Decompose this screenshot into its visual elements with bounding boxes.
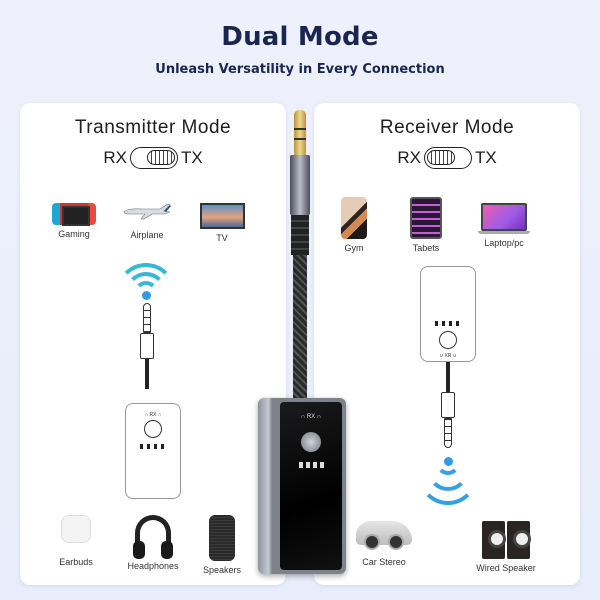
cable-strain-relief bbox=[291, 215, 309, 255]
switch-label-tx: TX bbox=[474, 148, 497, 167]
output-wired-speaker: Wired Speaker bbox=[466, 521, 546, 573]
transmitter-device-illustration: ∩ RX ∩ bbox=[125, 403, 181, 499]
laptop-icon bbox=[481, 203, 527, 231]
bluetooth-adapter-device: ∩ RX ∩ bbox=[258, 398, 346, 574]
headphones-icon bbox=[133, 515, 173, 559]
source-gym: Gym bbox=[314, 197, 394, 253]
wireless-signal-icon bbox=[116, 263, 176, 313]
audio-jack-icon bbox=[140, 303, 154, 389]
output-car-stereo: Car Stereo bbox=[344, 521, 424, 567]
source-tv: TV bbox=[182, 203, 262, 243]
source-tablets: Tabets bbox=[386, 197, 466, 253]
switch-label-rx: RX bbox=[397, 148, 421, 167]
led-indicator-icon bbox=[299, 462, 325, 468]
transmitter-mode-panel: Transmitter Mode RX TX Gaming Airplane T… bbox=[20, 103, 286, 585]
mode-toggle-icon bbox=[129, 147, 178, 169]
source-gaming: Gaming bbox=[34, 203, 114, 239]
aux-plug-shell bbox=[290, 155, 310, 215]
switch-label-rx: RX bbox=[103, 148, 127, 167]
source-airplane: Airplane bbox=[107, 203, 187, 240]
receiver-mode-panel: Receiver Mode RX TX Gym Tabets Laptop/pc… bbox=[314, 103, 580, 585]
wired-speaker-icon bbox=[482, 521, 531, 559]
receiver-device-illustration: ∪ XR ∪ bbox=[420, 266, 476, 362]
receiver-mode-switch: RX TX bbox=[314, 147, 580, 169]
wireless-signal-icon bbox=[418, 451, 478, 505]
source-laptop: Laptop/pc bbox=[464, 197, 544, 248]
mode-toggle-icon bbox=[423, 147, 472, 169]
earbuds-icon bbox=[61, 515, 91, 543]
aux-plug-icon bbox=[294, 110, 306, 160]
game-console-icon bbox=[52, 203, 96, 226]
tablet-icon bbox=[410, 197, 442, 239]
transmitter-mode-title: Transmitter Mode bbox=[74, 117, 232, 138]
audio-jack-icon bbox=[441, 362, 455, 448]
airplane-icon bbox=[123, 203, 171, 220]
tv-icon bbox=[199, 203, 245, 229]
page-subtitle: Unleash Versatility in Every Connection bbox=[155, 62, 445, 77]
output-speakers: Speakers bbox=[182, 515, 262, 575]
switch-label-tx: TX bbox=[180, 148, 203, 167]
receiver-mode-title: Receiver Mode bbox=[379, 117, 515, 138]
phone-icon bbox=[341, 197, 367, 239]
transmitter-mode-switch: RX TX bbox=[20, 147, 286, 169]
car-icon bbox=[356, 521, 412, 550]
page-title: Dual Mode bbox=[221, 22, 379, 52]
braided-cable bbox=[293, 255, 307, 405]
speaker-icon bbox=[209, 515, 235, 561]
output-earbuds: Earbuds bbox=[36, 515, 116, 567]
output-headphones: Headphones bbox=[113, 515, 193, 571]
multifunction-button-icon bbox=[301, 432, 321, 452]
